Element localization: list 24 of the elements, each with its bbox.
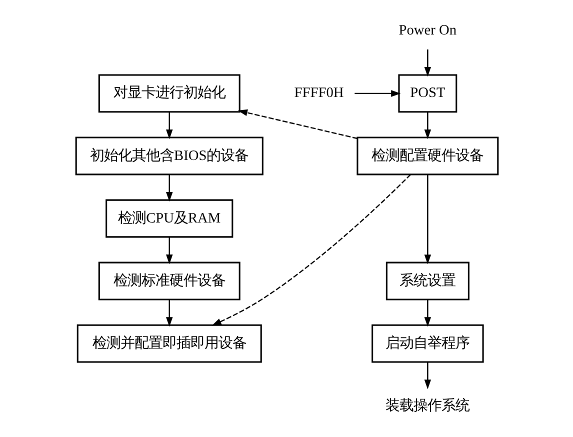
arrow — [166, 237, 172, 264]
node-text: FFFF0H — [294, 85, 344, 102]
arrow — [166, 300, 172, 327]
node-box: 检测并配置即插即用设备 — [76, 324, 262, 363]
arrow — [211, 174, 410, 326]
node-box: 检测配置硬件设备 — [356, 136, 498, 176]
arrow — [424, 49, 431, 77]
arrow — [424, 112, 431, 140]
node-text: 装载操作系统 — [385, 398, 470, 414]
node-box: 系统设置 — [385, 262, 469, 300]
node-box: 检测CPU及RAM — [105, 199, 233, 238]
arrow — [354, 90, 400, 97]
arrow — [237, 109, 358, 140]
node-box: 初始化其他含BIOS的设备 — [74, 136, 263, 176]
arrow — [166, 174, 172, 202]
node-box: 启动自举程序 — [371, 324, 484, 363]
arrow — [424, 300, 431, 327]
arrow — [424, 362, 431, 390]
node-box: POST — [398, 74, 457, 113]
arrow — [424, 174, 431, 264]
node-box: 检测标准硬件设备 — [98, 262, 240, 300]
node-text: Power On — [398, 22, 456, 39]
arrow — [166, 112, 172, 140]
node-box: 对显卡进行初始化 — [98, 74, 240, 113]
